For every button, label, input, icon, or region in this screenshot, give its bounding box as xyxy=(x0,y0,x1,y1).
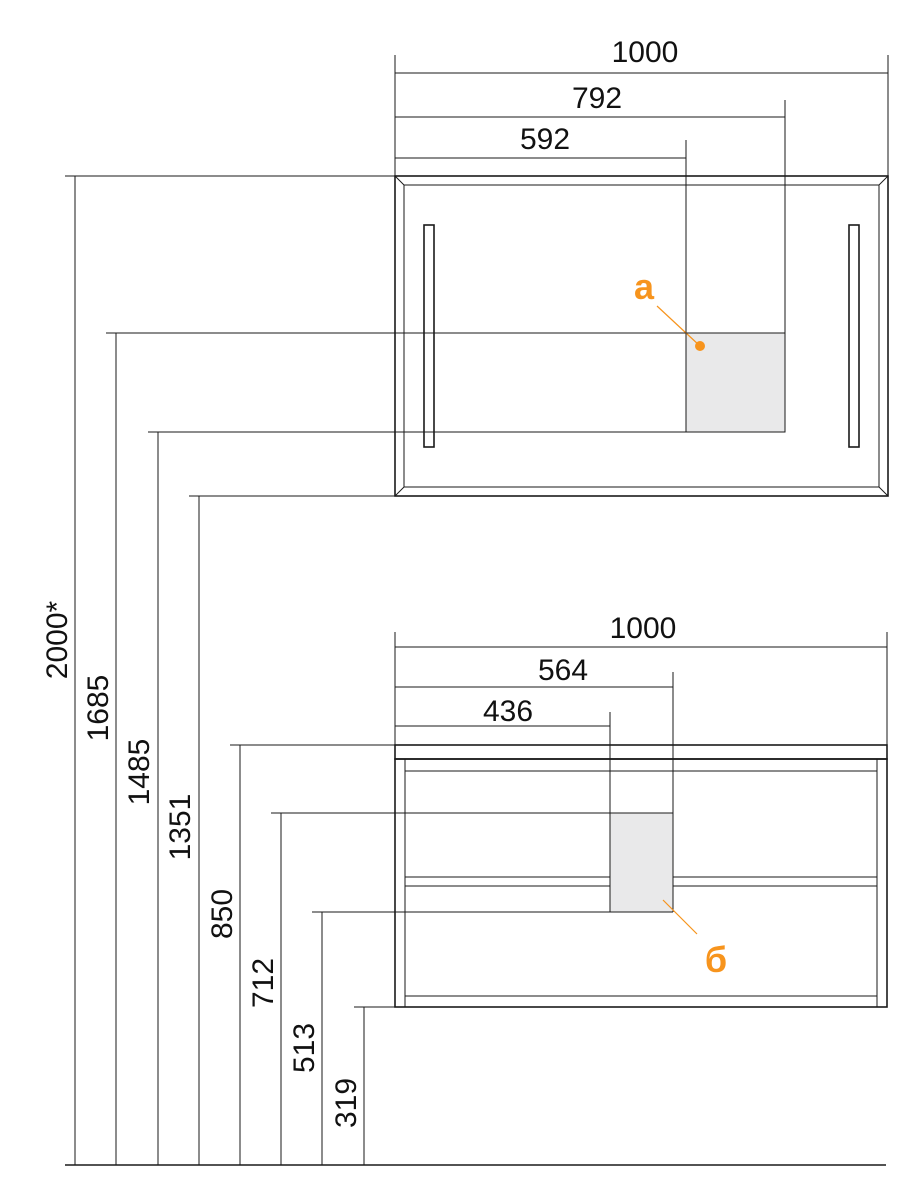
mirror-right-light-strip xyxy=(848,224,860,448)
cabinet-dim-436-label: 436 xyxy=(483,695,533,728)
marker-a-dot xyxy=(695,341,705,351)
cabinet-dim-564-label: 564 xyxy=(538,654,588,687)
height-1485-label: 1485 xyxy=(123,739,156,806)
height-total-label: 2000* xyxy=(41,600,74,679)
height-513-label: 513 xyxy=(288,1023,321,1073)
height-1685-label: 1685 xyxy=(82,675,115,742)
height-dimensions: 2000* 1685 1485 1351 850 712 513 319 xyxy=(41,175,886,1166)
cabinet-width-1000-label: 1000 xyxy=(610,612,677,645)
cabinet-countertop xyxy=(394,744,888,760)
marker-b-label: б xyxy=(705,939,727,980)
cabinet-unit xyxy=(394,744,888,1008)
marker-a: а xyxy=(634,266,705,351)
mirror-unit xyxy=(394,175,889,497)
cabinet-width-dimensions: 1000 564 436 xyxy=(394,612,888,912)
mirror-left-light-strip xyxy=(423,224,435,448)
mirror-inner-frame xyxy=(403,184,880,488)
mirror-width-dimensions: 1000 792 592 xyxy=(394,36,889,432)
height-712-label: 712 xyxy=(247,958,280,1008)
mirror-dim-792-label: 792 xyxy=(572,82,622,115)
zone-b-highlight xyxy=(610,813,673,912)
mirror-dim-592-label: 592 xyxy=(520,123,570,156)
marker-b: б xyxy=(662,899,727,980)
height-1351-label: 1351 xyxy=(164,794,197,861)
height-850-label: 850 xyxy=(206,889,239,939)
cabinet-body xyxy=(394,758,888,1008)
height-319-label: 319 xyxy=(330,1078,363,1128)
mirror-width-1000-label: 1000 xyxy=(612,36,679,69)
mirror-outer-frame xyxy=(394,175,889,497)
marker-a-label: а xyxy=(634,266,655,307)
